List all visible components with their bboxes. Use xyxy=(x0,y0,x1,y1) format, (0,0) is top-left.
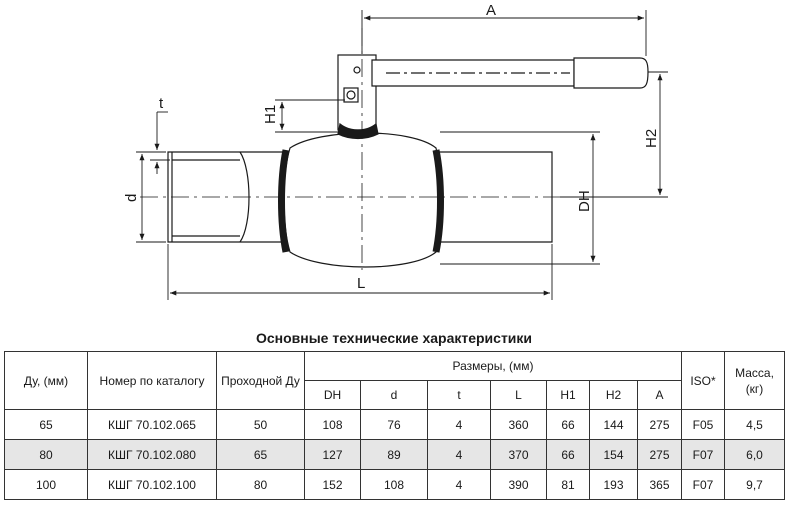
dim-label-d: d xyxy=(123,194,140,202)
header-dim-h2: H2 xyxy=(589,380,638,410)
cell-h2: 154 xyxy=(589,439,638,470)
dim-label-h2: H2 xyxy=(643,129,660,148)
cell-t: 4 xyxy=(427,469,491,500)
cell-du: 80 xyxy=(4,439,88,470)
cell-mass: 4,5 xyxy=(724,409,785,440)
cell-du: 100 xyxy=(4,469,88,500)
cell-catalog: КШГ 70.102.100 xyxy=(87,469,217,500)
cell-du: 65 xyxy=(4,409,88,440)
cell-mass: 6,0 xyxy=(724,439,785,470)
header-bore: Проходной Ду xyxy=(216,351,305,410)
cell-dh: 127 xyxy=(304,439,361,470)
dim-label-a: A xyxy=(486,2,496,19)
cell-iso: F07 xyxy=(681,439,725,470)
cell-catalog: КШГ 70.102.080 xyxy=(87,439,217,470)
cell-l: 370 xyxy=(490,439,547,470)
cell-h2: 144 xyxy=(589,409,638,440)
header-iso: ISO* xyxy=(681,351,725,410)
cell-d: 76 xyxy=(360,409,428,440)
header-dim-l: L xyxy=(490,380,547,410)
cell-dh: 152 xyxy=(304,469,361,500)
cell-dh: 108 xyxy=(304,409,361,440)
cell-catalog: КШГ 70.102.065 xyxy=(87,409,217,440)
header-dim-t: t xyxy=(427,380,491,410)
cell-a: 275 xyxy=(637,409,682,440)
header-dim-h1: H1 xyxy=(546,380,590,410)
cell-mass: 9,7 xyxy=(724,469,785,500)
cell-h1: 66 xyxy=(546,439,590,470)
cell-d: 89 xyxy=(360,439,428,470)
cell-iso: F07 xyxy=(681,469,725,500)
table-row: 100 КШГ 70.102.100 80 152 108 4 390 81 1… xyxy=(4,469,785,500)
cell-d: 108 xyxy=(360,469,428,500)
header-mass: Масса, (кг) xyxy=(724,351,785,410)
cell-h1: 66 xyxy=(546,409,590,440)
cell-bore: 50 xyxy=(216,409,305,440)
cell-t: 4 xyxy=(427,439,491,470)
spec-table: Ду, (мм) Номер по каталогу Проходной Ду … xyxy=(4,351,785,500)
dim-label-h1: H1 xyxy=(262,105,279,124)
table-title: Основные технические характеристики xyxy=(255,330,533,346)
cell-l: 390 xyxy=(490,469,547,500)
dim-label-dh: DH xyxy=(576,190,593,212)
header-dim-d: d xyxy=(360,380,428,410)
header-dimensions: Размеры, (мм) xyxy=(304,351,682,381)
cell-h2: 193 xyxy=(589,469,638,500)
header-catalog: Номер по каталогу xyxy=(87,351,217,410)
dim-label-t: t xyxy=(159,95,164,112)
header-dim-dh: DH xyxy=(304,380,361,410)
cell-iso: F05 xyxy=(681,409,725,440)
header-dim-a: A xyxy=(637,380,682,410)
cell-h1: 81 xyxy=(546,469,590,500)
table-row: 80 КШГ 70.102.080 65 127 89 4 370 66 154… xyxy=(4,439,785,470)
dim-label-l: L xyxy=(357,275,365,292)
header-du: Ду, (мм) xyxy=(4,351,88,410)
cell-a: 365 xyxy=(637,469,682,500)
cell-l: 360 xyxy=(490,409,547,440)
cell-a: 275 xyxy=(637,439,682,470)
valve-drawing: A H1 H2 DH t d L xyxy=(123,2,668,300)
cell-t: 4 xyxy=(427,409,491,440)
cell-bore: 65 xyxy=(216,439,305,470)
table-row: 65 КШГ 70.102.065 50 108 76 4 360 66 144… xyxy=(4,409,785,440)
cell-bore: 80 xyxy=(216,469,305,500)
